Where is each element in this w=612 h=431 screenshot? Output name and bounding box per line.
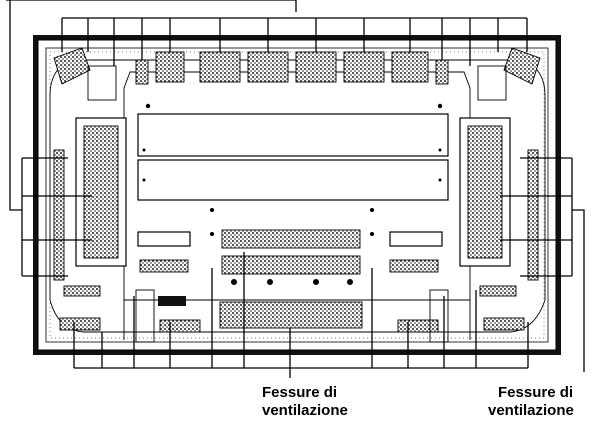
vent-small-left [139, 259, 189, 273]
vent-top-4 [295, 51, 337, 83]
vent-side-right [467, 125, 503, 259]
vent-edge-left [53, 149, 65, 281]
vent-top-6 [391, 51, 429, 83]
vent-bottom-left [59, 317, 101, 331]
vent-side-left [83, 125, 119, 259]
callout-lines-bottom [73, 252, 529, 378]
back-housing-outline [49, 59, 546, 333]
caption-bottom-right-line2: ventilazione [488, 402, 574, 419]
vent-bottom-left-2 [159, 319, 201, 333]
vent-top-5 [343, 51, 385, 83]
stand-bracket-right [429, 289, 449, 343]
vent-bottom-center [219, 301, 363, 329]
vent-top-2 [199, 51, 241, 83]
vent-corner-top-left [53, 47, 91, 85]
tv-back-panel [33, 35, 561, 355]
bracket-top-right [477, 65, 507, 101]
caption-bottom-right-line1: Fessure di [498, 384, 573, 401]
vent-bottom-right-small [479, 285, 517, 297]
vent-top-1 [155, 51, 185, 83]
vent-corner-top-right [503, 47, 541, 85]
center-panel-upper [137, 113, 449, 157]
vent-bottom-left-small [63, 285, 101, 297]
center-panel-lower [137, 159, 449, 201]
handle-right [389, 231, 443, 247]
caption-bottom-center-line1: Fessure di [262, 384, 337, 401]
vent-top-3 [247, 51, 289, 83]
vent-center-upper [221, 229, 361, 249]
caption-bottom-center-line2: ventilazione [262, 402, 348, 419]
terminal-block [158, 296, 186, 306]
vent-top-small-left [135, 59, 149, 85]
callout-lines-right [500, 157, 585, 372]
vent-bottom-right [483, 317, 525, 331]
vent-top-small-right [435, 59, 449, 85]
vent-edge-right [527, 149, 539, 281]
bracket-top-left [87, 65, 117, 101]
vent-small-right [389, 259, 439, 273]
vent-bottom-right-2 [397, 319, 439, 333]
callout-lines-top [6, 0, 528, 66]
stand-bracket-left [135, 289, 155, 343]
vent-center-lower [221, 255, 361, 275]
handle-left [137, 231, 191, 247]
callout-lines-left [9, 0, 92, 277]
